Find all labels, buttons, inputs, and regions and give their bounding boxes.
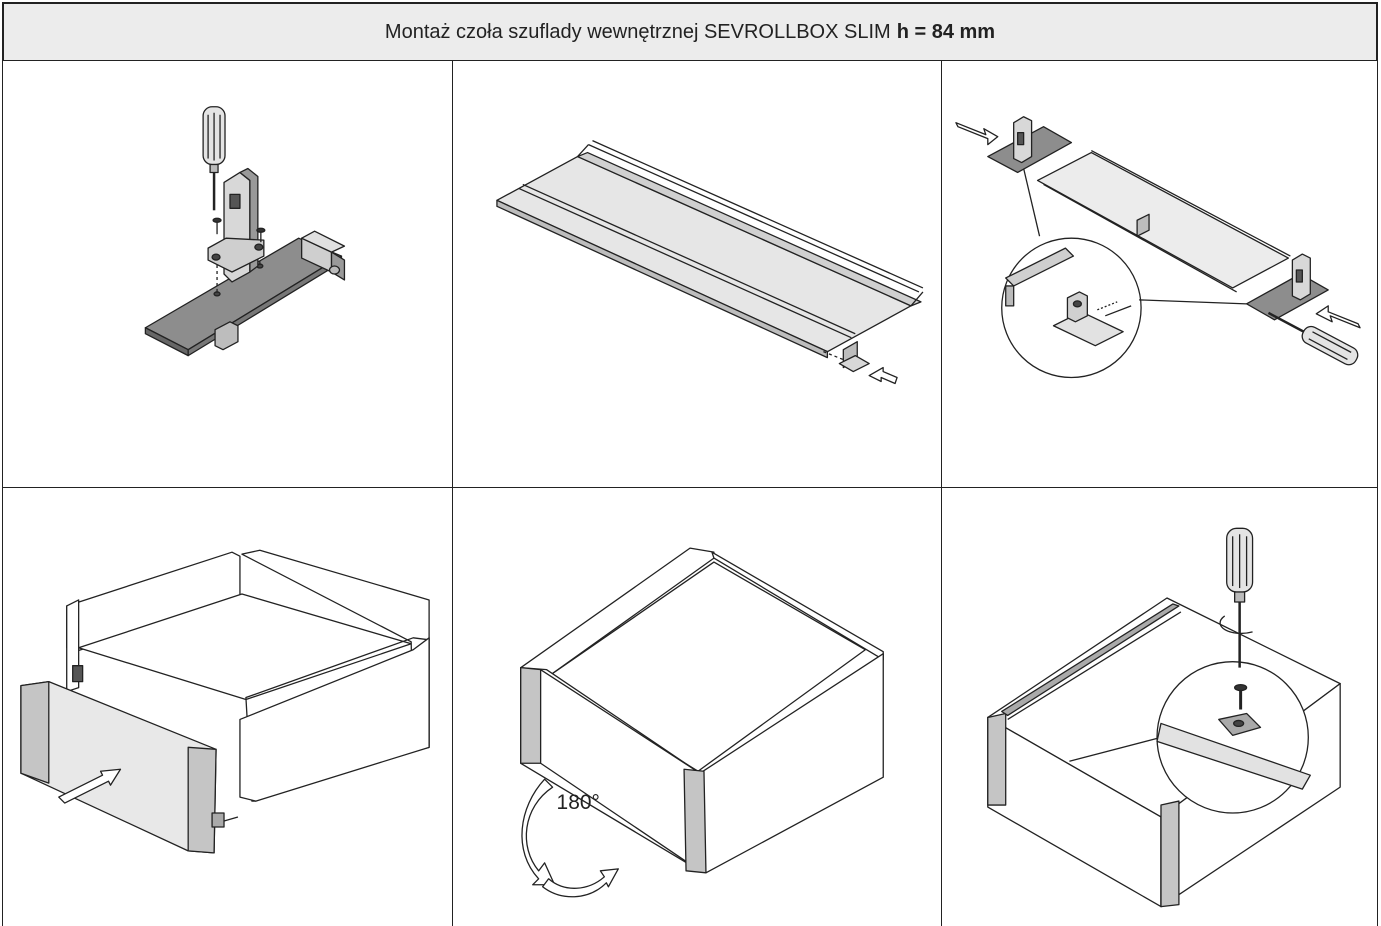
step-6-illustration (987, 527, 1341, 908)
front-panel (20, 680, 217, 854)
front-left-cap (520, 667, 542, 764)
front-profile (496, 155, 912, 353)
step-1-panel (2, 60, 454, 489)
step-4-illustration (20, 549, 430, 854)
screwdriver (1267, 311, 1359, 366)
rotation-label: 180° (557, 791, 600, 814)
arrow-right (1315, 305, 1361, 329)
page-title: Montaż czoła szuflady wewnętrznej SEVROL… (2, 2, 1378, 62)
step-5-illustration: 180° (520, 547, 884, 898)
step-4-panel (2, 487, 454, 926)
step-2-illustration (496, 140, 924, 385)
insert-arrow (58, 768, 122, 804)
step-3-panel (941, 60, 1378, 489)
front-left-cap (987, 712, 1007, 806)
title-height-spec: h = 84 mm (896, 20, 996, 43)
runner-rail (1001, 603, 1180, 717)
front-right-cap (683, 768, 707, 874)
rotation-arrow (521, 778, 556, 886)
front-right-cap (1160, 800, 1180, 908)
insert-arrow (868, 366, 898, 385)
step-6-panel (941, 487, 1378, 926)
step-5-panel: 180° (452, 487, 943, 926)
step-1-illustration (144, 106, 346, 357)
step-2-panel (452, 60, 943, 489)
step-3-illustration (955, 116, 1361, 379)
title-text: Montaż czoła szuflady wewnętrznej SEVROL… (384, 20, 891, 43)
arrow-left (955, 122, 999, 146)
